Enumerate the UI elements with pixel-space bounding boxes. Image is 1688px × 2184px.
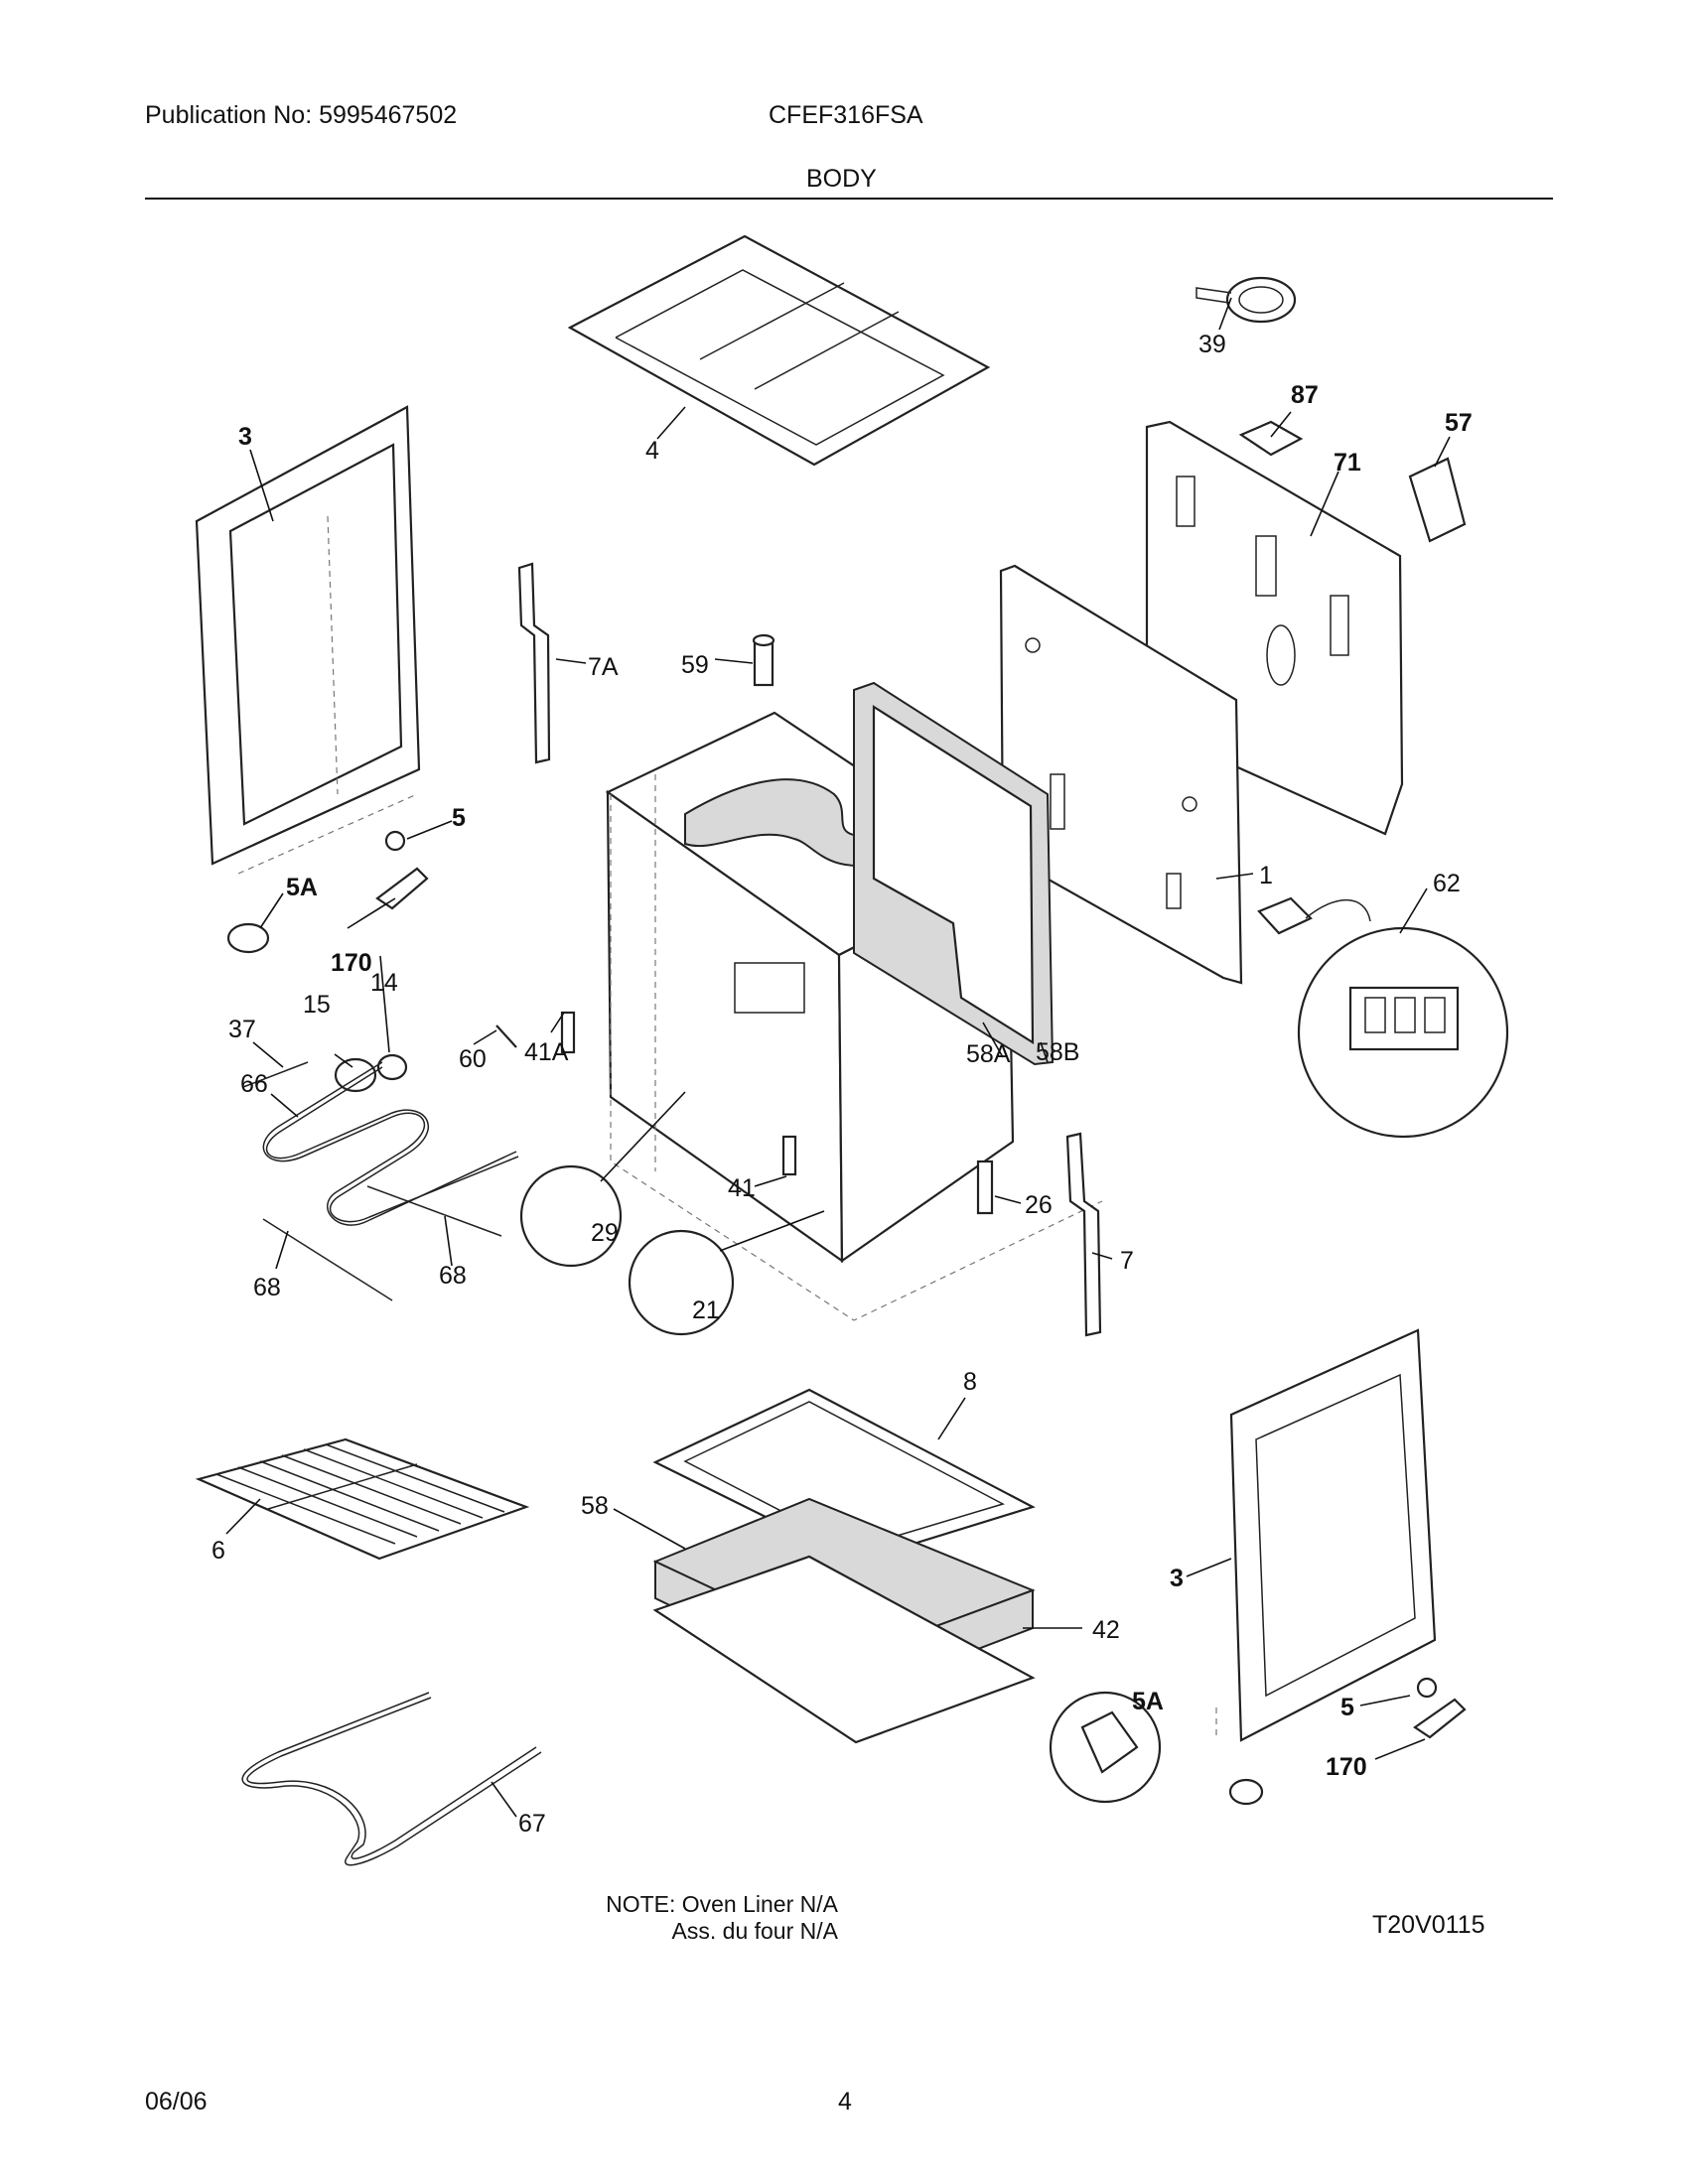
leveler-right-part	[1049, 1677, 1467, 1806]
note-line-2: Ass. du four N/A	[671, 1918, 838, 1944]
callout-7: 7	[1120, 1247, 1134, 1275]
cap-59-part	[752, 633, 775, 687]
bottom-panel-42-part	[652, 1555, 1036, 1744]
bracket-87-part	[1238, 420, 1304, 457]
callout-41: 41	[728, 1174, 756, 1202]
left-side-panel-part	[195, 405, 421, 875]
callout-3-right: 3	[1170, 1565, 1184, 1592]
callout-58: 58	[581, 1492, 609, 1520]
bracket-41-part	[781, 1135, 797, 1176]
callout-5A-left: 5A	[286, 874, 318, 901]
callout-6: 6	[211, 1537, 225, 1565]
note-oven-liner: NOTE: Oven Liner N/A Ass. du four N/A	[600, 1891, 838, 1945]
section-title: BODY	[806, 165, 877, 193]
bake-element-67-part	[241, 1692, 542, 1866]
callout-14: 14	[370, 969, 398, 997]
callout-5-right: 5	[1340, 1694, 1354, 1721]
callout-42: 42	[1092, 1616, 1120, 1644]
callout-8: 8	[963, 1368, 977, 1396]
footer-date: 06/06	[145, 2088, 208, 2116]
callout-59: 59	[681, 651, 709, 679]
callout-26: 26	[1025, 1191, 1053, 1219]
hinge-7-part	[1065, 1132, 1102, 1337]
lamp-assembly-part	[242, 1024, 517, 1093]
callout-170-left: 170	[331, 949, 372, 977]
note-line-1: NOTE: Oven Liner N/A	[606, 1891, 838, 1917]
diagram-code: T20V0115	[1372, 1911, 1485, 1939]
callout-57: 57	[1445, 409, 1473, 437]
detail-circle-21	[628, 1229, 735, 1336]
callout-37: 37	[228, 1016, 256, 1043]
cover-57-part	[1408, 457, 1467, 543]
callout-15: 15	[303, 991, 331, 1019]
right-side-panel-part	[1215, 1328, 1437, 1742]
callout-62: 62	[1433, 870, 1461, 897]
callout-66: 66	[240, 1070, 268, 1098]
callout-41A: 41A	[524, 1038, 569, 1066]
callout-68-right: 68	[439, 1262, 467, 1290]
hinge-7A-part	[517, 562, 551, 764]
callout-5-left: 5	[452, 804, 466, 832]
oven-rack-6-part	[195, 1437, 530, 1561]
publication-number: Publication No: 5995467502	[145, 101, 458, 129]
callout-170-right: 170	[1326, 1753, 1367, 1781]
header-rule	[145, 198, 1553, 200]
callout-60: 60	[459, 1045, 487, 1073]
callout-39: 39	[1198, 331, 1226, 358]
top-panel-part	[567, 234, 991, 467]
callout-29: 29	[591, 1219, 619, 1247]
power-cord-part	[1196, 276, 1297, 324]
insulation-58A-58B-part	[853, 681, 1055, 1066]
callout-5A-right: 5A	[1132, 1688, 1164, 1715]
footer-page-number: 4	[838, 2088, 852, 2116]
callout-68-left: 68	[253, 1274, 281, 1301]
callout-87: 87	[1291, 381, 1319, 409]
callout-67: 67	[518, 1810, 546, 1838]
callout-7A: 7A	[588, 653, 619, 681]
callout-71: 71	[1334, 449, 1361, 477]
callout-4: 4	[645, 437, 659, 465]
callout-21: 21	[692, 1297, 720, 1324]
bracket-41A-part	[560, 1011, 576, 1054]
bracket-26-part	[976, 1160, 994, 1215]
model-number: CFEF316FSA	[769, 101, 923, 129]
callout-1: 1	[1259, 862, 1273, 889]
callout-58A: 58A	[966, 1040, 1011, 1068]
leader-lines	[225, 297, 1451, 1818]
callout-3-left: 3	[238, 423, 252, 451]
callout-58B: 58B	[1036, 1038, 1079, 1066]
leveler-left-part	[226, 830, 429, 954]
broil-element-66-part	[262, 1061, 519, 1301]
terminal-block-part	[1257, 896, 1509, 1139]
detail-circle-29	[519, 1164, 623, 1268]
